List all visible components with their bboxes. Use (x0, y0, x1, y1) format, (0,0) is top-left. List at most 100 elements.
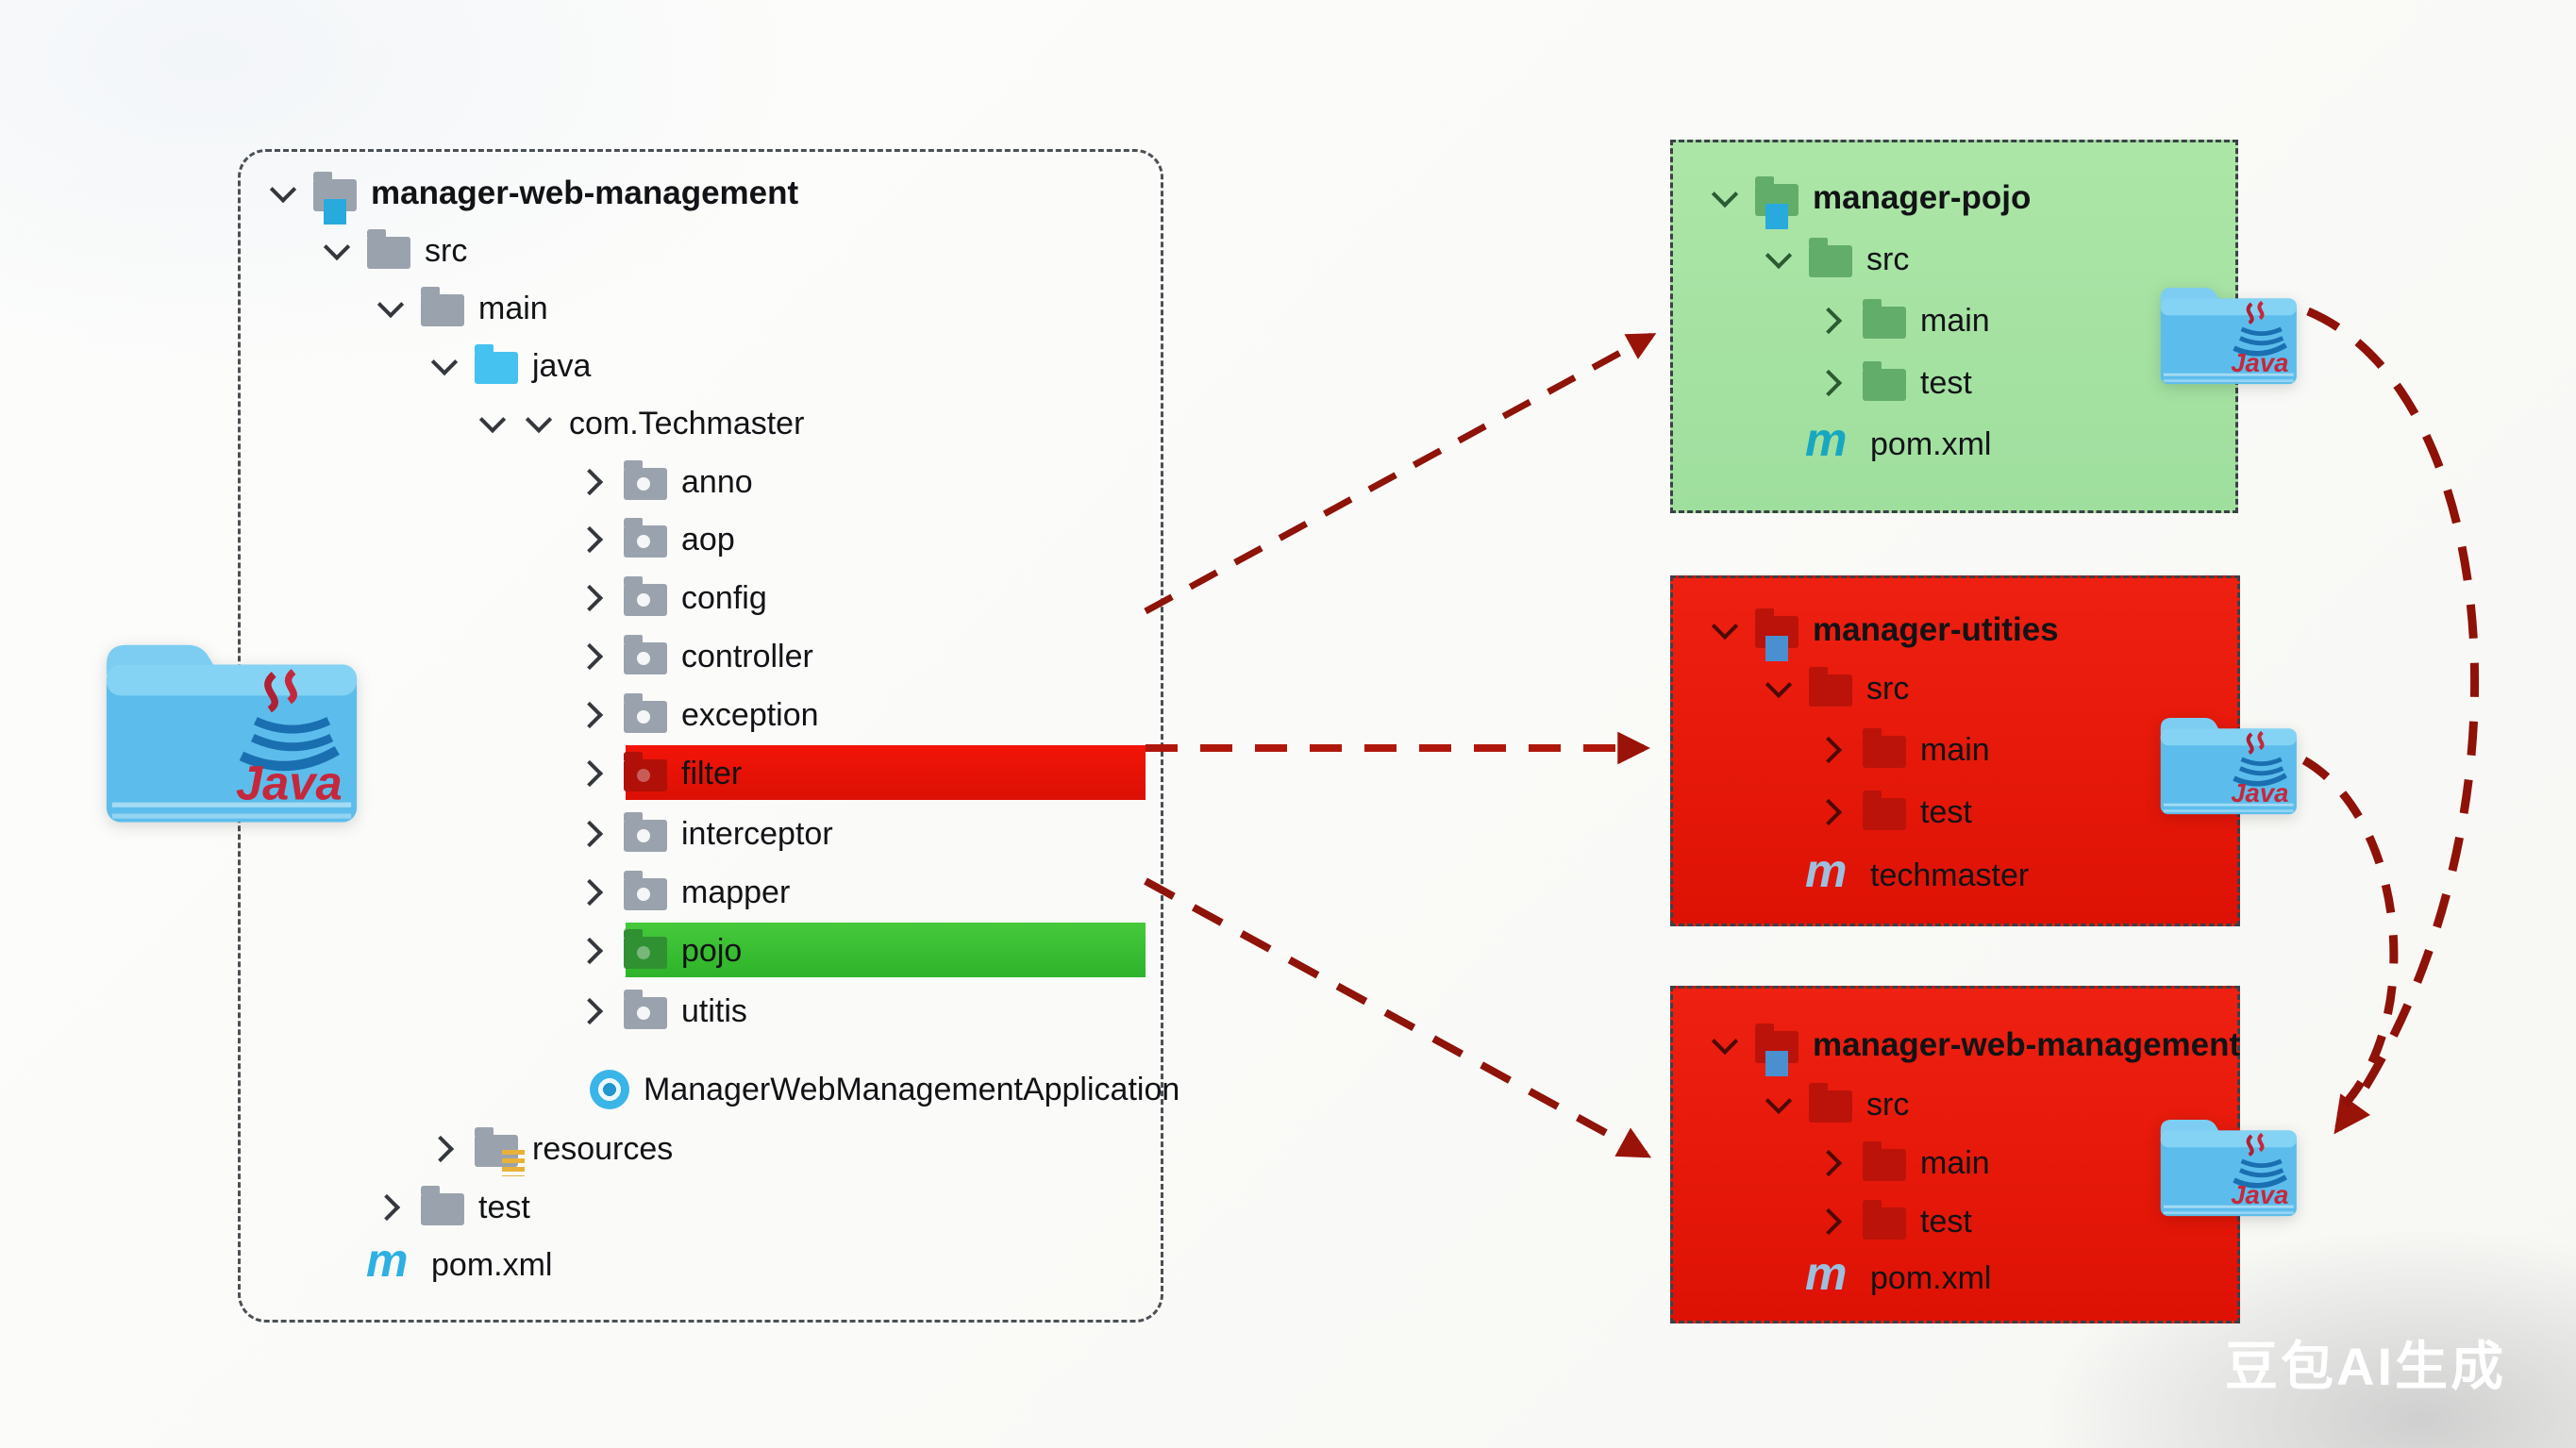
tree-item-java[interactable]: java (428, 337, 591, 395)
chevron-right-icon[interactable] (427, 1133, 460, 1165)
module-box-manager-web-management: manager-web-management src main test m p… (1670, 986, 2240, 1323)
folder-icon (421, 287, 464, 326)
tree-item-src[interactable]: src (1763, 1075, 1909, 1134)
tree-item-manager-web-management[interactable]: manager-web-management (267, 164, 799, 225)
chevron-down-icon[interactable] (1709, 1027, 1741, 1061)
tree-item-label: interceptor (681, 815, 833, 852)
folder-icon (1863, 1141, 1906, 1181)
resources-folder-icon (475, 1127, 525, 1176)
chevron-down-icon[interactable] (1709, 180, 1741, 214)
maven-icon: m (366, 1234, 409, 1287)
tree-item-application-class[interactable]: ManagerWebManagementApplication (590, 1060, 1179, 1119)
tree-item-label: manager-web-management (371, 175, 799, 211)
chevron-right-icon[interactable] (576, 818, 610, 850)
tree-item-pom-xml[interactable]: m pom.xml (366, 1236, 552, 1294)
tree-item-interceptor[interactable]: interceptor (576, 805, 833, 863)
package-folder-icon (624, 518, 667, 558)
folder-icon (1809, 1083, 1852, 1123)
chevron-down-icon[interactable] (1763, 241, 1795, 275)
chevron-down-icon[interactable] (1763, 1087, 1795, 1121)
tree-item-pom-xml[interactable]: m pom.xml (1805, 415, 1991, 474)
tree-item-utitis[interactable]: utitis (576, 982, 747, 1040)
tree-item-label: anno (681, 463, 753, 500)
tree-item-main[interactable]: main (1815, 1134, 1990, 1192)
tree-item-exception[interactable]: exception (576, 686, 819, 744)
module-badge-icon (1765, 1051, 1788, 1076)
chevron-right-icon[interactable] (1815, 1147, 1848, 1179)
tree-item-mapper[interactable]: mapper (576, 863, 790, 922)
folder-icon (1863, 791, 1906, 830)
tree-item-test[interactable]: test (373, 1178, 530, 1237)
tree-item-label: main (1920, 1144, 1990, 1181)
tree-item-src[interactable]: src (321, 222, 467, 280)
tree-item-resources[interactable]: resources (427, 1120, 674, 1178)
tree-item-label: pom.xml (431, 1246, 553, 1283)
chevron-right-icon[interactable] (576, 757, 610, 790)
chevron-down-icon[interactable] (1709, 612, 1741, 646)
tree-item-src[interactable]: src (1763, 659, 1909, 718)
package-folder-icon (624, 635, 667, 674)
chevron-right-icon[interactable] (1815, 367, 1848, 399)
tree-item-aop[interactable]: aop (576, 510, 735, 569)
chevron-right-icon[interactable] (576, 641, 610, 673)
chevron-right-icon[interactable] (373, 1191, 407, 1223)
chevron-right-icon[interactable] (1815, 1206, 1848, 1238)
chevron-down-icon[interactable] (321, 233, 353, 267)
package-folder-icon (624, 693, 667, 733)
chevron-right-icon[interactable] (1815, 734, 1848, 766)
maven-icon: m (1805, 1247, 1848, 1300)
folder-icon (1809, 667, 1852, 707)
tree-item-test[interactable]: test (1815, 783, 1972, 841)
tree-item-src[interactable]: src (1763, 230, 1909, 289)
folder-icon (1863, 361, 1906, 401)
tree-item-controller[interactable]: controller (576, 627, 813, 686)
chevron-right-icon[interactable] (576, 935, 610, 967)
tree-item-pom-xml[interactable]: m pom.xml (1805, 1249, 1991, 1307)
tree-item-label: src (425, 232, 468, 269)
chevron-down-icon[interactable] (1763, 671, 1795, 705)
folder-icon (1809, 238, 1852, 277)
java-folder-icon: Java (106, 644, 358, 823)
chevron-right-icon[interactable] (1815, 305, 1848, 337)
chevron-down-icon[interactable] (428, 348, 460, 382)
tree-item-techmaster[interactable]: m techmaster (1805, 846, 2029, 905)
tree-item-label: pom.xml (1870, 425, 1992, 462)
chevron-right-icon[interactable] (576, 524, 610, 556)
tree-item-label: main (478, 290, 548, 326)
chevron-right-icon[interactable] (1815, 796, 1848, 828)
tree-item-label: test (1920, 793, 1972, 830)
chevron-right-icon[interactable] (576, 995, 610, 1027)
tree-item-module-root[interactable]: manager-web-management (1709, 1016, 2240, 1076)
chevron-down-icon[interactable] (267, 175, 299, 209)
tree-item-label: test (1920, 364, 1972, 401)
tree-item-main[interactable]: main (1815, 291, 1990, 350)
curve-pojo-to-web-management (2306, 307, 2480, 1135)
folder-icon (1863, 299, 1906, 339)
chevron-down-icon[interactable] (523, 406, 555, 440)
tree-item-label: main (1920, 302, 1990, 339)
tree-item-test[interactable]: test (1815, 354, 1972, 412)
folder-icon (367, 229, 410, 269)
tree-item-label: resources (532, 1130, 674, 1167)
tree-item-filter[interactable]: filter (576, 744, 742, 803)
maven-icon: m (1805, 413, 1848, 466)
chevron-right-icon[interactable] (576, 876, 610, 908)
tree-item-label: main (1920, 731, 1990, 768)
chevron-right-icon[interactable] (576, 466, 610, 498)
tree-item-test[interactable]: test (1815, 1192, 1972, 1251)
tree-item-module-root[interactable]: manager-pojo (1709, 169, 2031, 229)
package-folder-icon (624, 812, 667, 852)
tree-item-main[interactable]: main (375, 279, 548, 338)
tree-item-config[interactable]: config (576, 569, 767, 627)
tree-item-module-root[interactable]: manager-utities (1709, 601, 2059, 661)
chevron-right-icon[interactable] (576, 699, 610, 731)
tree-item-anno[interactable]: anno (576, 453, 753, 511)
chevron-right-icon[interactable] (576, 582, 610, 614)
chevron-down-icon[interactable] (375, 291, 407, 325)
tree-item-pojo[interactable]: pojo (576, 922, 742, 980)
chevron-down-icon[interactable] (477, 406, 509, 440)
tree-item-main[interactable]: main (1815, 721, 1990, 779)
tree-item-com-techmaster[interactable]: com.Techmaster (477, 394, 804, 453)
tree-item-label: src (1866, 241, 1910, 277)
